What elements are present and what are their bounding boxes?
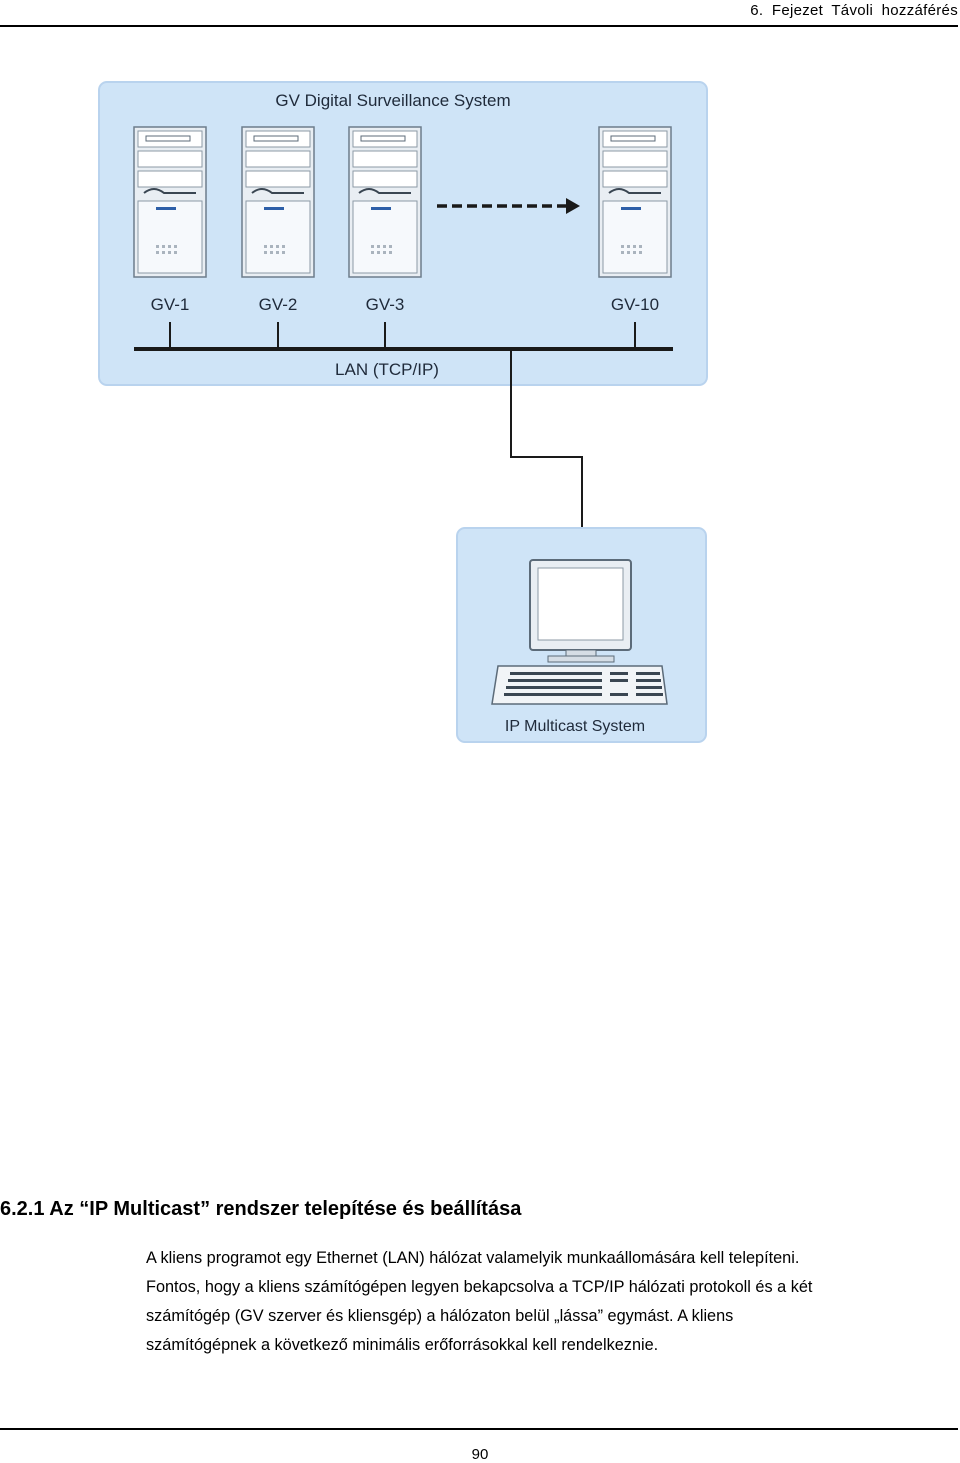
lan-label: LAN (TCP/IP) (335, 360, 439, 379)
server-icon (348, 126, 422, 278)
server-icon (598, 126, 672, 278)
server-label: GV-10 (611, 295, 659, 314)
paragraph-line: számítógépnek a következő minimális erőf… (146, 1336, 659, 1354)
paragraph-line: számítógép (GV szerver és kliensgép) a h… (146, 1307, 734, 1325)
server-label: GV-2 (259, 295, 298, 314)
arrow-head-icon (566, 198, 580, 214)
paragraph-line: A kliens programot egy Ethernet (LAN) há… (146, 1249, 800, 1267)
footer-rule (0, 1428, 958, 1430)
paragraph-line: Fontos, hogy a kliens számítógépen legye… (146, 1278, 813, 1296)
server-label: GV-3 (366, 295, 405, 314)
keyboard-icon (491, 665, 668, 705)
server-icon (133, 126, 207, 278)
server-label: GV-1 (151, 295, 190, 314)
section-heading: 6.2.1 Az “IP Multicast” rendszer telepít… (0, 1198, 522, 1220)
body-paragraph: A kliens programot egy Ethernet (LAN) há… (146, 1244, 960, 1360)
server-icon (241, 126, 315, 278)
network-diagram: GV Digital Surveillance System GV-1 GV-2… (98, 81, 708, 743)
lan-connections (169, 322, 636, 349)
system-title: GV Digital Surveillance System (275, 91, 510, 110)
network-cable (510, 349, 583, 560)
header-rule (0, 25, 958, 27)
monitor-icon (529, 559, 632, 663)
page-number: 90 (471, 1446, 489, 1463)
client-label: IP Multicast System (505, 718, 645, 735)
chapter-header: 6. Fejezet Távoli hozzáférés (750, 2, 958, 19)
